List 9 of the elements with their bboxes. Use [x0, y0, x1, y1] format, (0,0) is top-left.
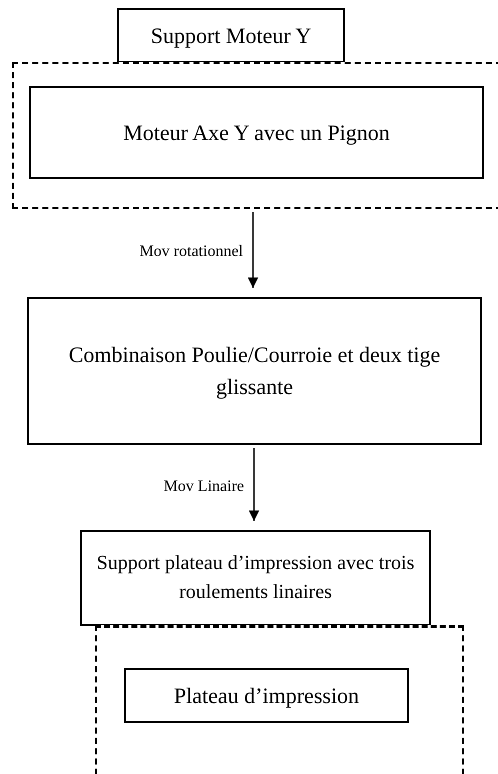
process-box: Plateau d’impression	[124, 668, 409, 723]
process-box: Moteur Axe Y avec un Pignon	[29, 86, 484, 179]
dashed-group-frame	[12, 62, 498, 209]
arrow	[248, 448, 260, 521]
arrow	[248, 212, 258, 288]
process-box: Support Moteur Y	[117, 8, 345, 63]
process-box: Support plateau d’impression avec trois roulements linaires	[80, 530, 431, 626]
dashed-group-frame	[95, 625, 464, 774]
process-box: Combinaison Poulie/Courroie et deux tige glissante	[27, 297, 482, 445]
